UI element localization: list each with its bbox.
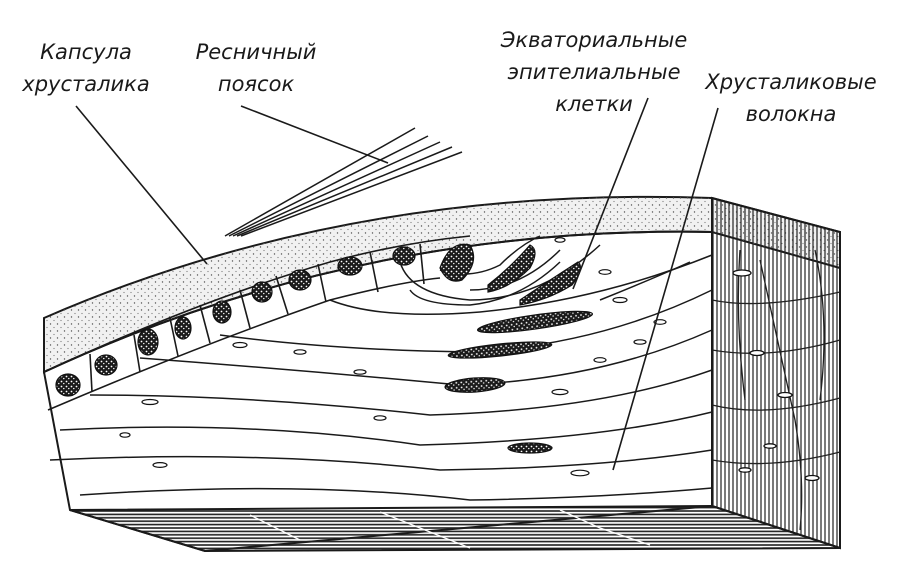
- label-lens-capsule-line-1: Капсула: [40, 40, 132, 64]
- label-lens-capsule: Капсула хрусталика: [2, 36, 170, 100]
- epithelial-nuclei: [55, 246, 416, 397]
- label-epithelium-line-3: клетки: [555, 92, 633, 116]
- label-ciliary-zonule: Ресничный поясок: [176, 36, 336, 100]
- label-lens-fibers: Хрусталиковые волокна: [688, 66, 894, 130]
- lens-body-outline: [42, 230, 713, 553]
- bottom-face: [69, 504, 841, 553]
- small-fiber-nuclei: [119, 237, 667, 477]
- label-ciliary-zonule-line-1: Ресничный: [195, 40, 317, 64]
- bottom-face-cracks: [249, 509, 651, 549]
- side-face: [711, 196, 841, 550]
- label-lens-fibers-line-1: Хрусталиковые: [705, 70, 877, 94]
- zonular-fibers: [224, 127, 463, 237]
- label-lens-capsule-line-2: хрусталика: [22, 72, 150, 96]
- label-equatorial-epithelial-cells: Экваториальные эпителиальные клетки: [478, 24, 710, 120]
- fiber-nuclei: [439, 243, 594, 454]
- label-epithelium-line-1: Экваториальные: [500, 28, 688, 52]
- label-lens-fibers-line-2: волокна: [745, 102, 837, 126]
- label-ciliary-zonule-line-2: поясок: [217, 72, 295, 96]
- side-face-cells: [711, 249, 841, 531]
- leader-lines: [75, 97, 719, 471]
- label-epithelium-line-2: эпителиальные: [507, 60, 681, 84]
- side-face-nuclei: [732, 269, 820, 482]
